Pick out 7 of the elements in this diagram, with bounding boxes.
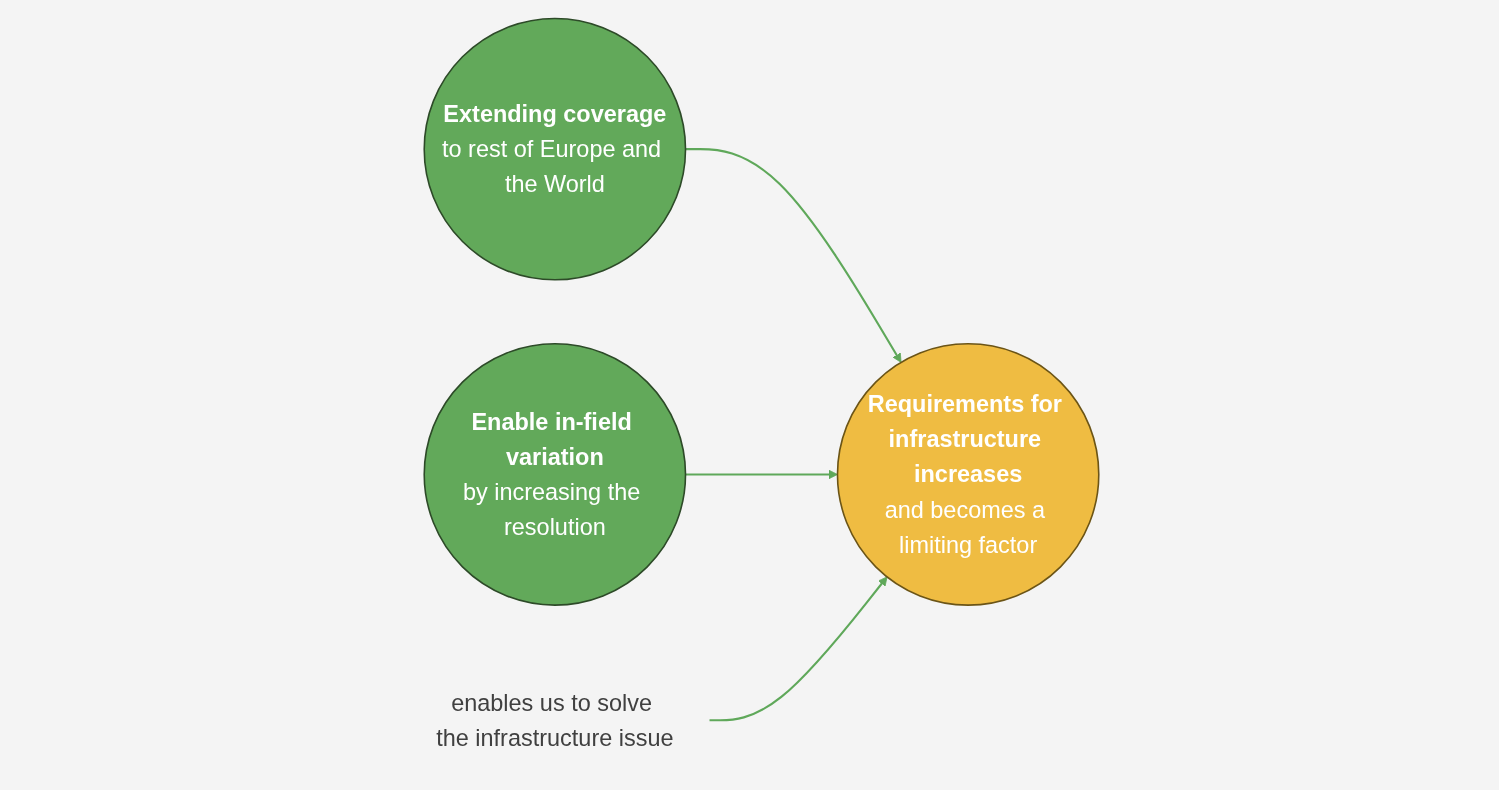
arrow xyxy=(709,576,888,722)
node-text: enables us to solve the infrastructure issue xyxy=(436,689,674,752)
node-circle: Requirements for infrastructure increases and becomes a limiting factor xyxy=(836,343,1100,606)
node-circle: Enable in-field variation by increasing the resolution xyxy=(423,343,687,606)
arrow xyxy=(685,469,838,480)
node-circle: Extending coverage to rest of Europe and the World xyxy=(423,17,687,281)
arrow xyxy=(685,148,902,363)
